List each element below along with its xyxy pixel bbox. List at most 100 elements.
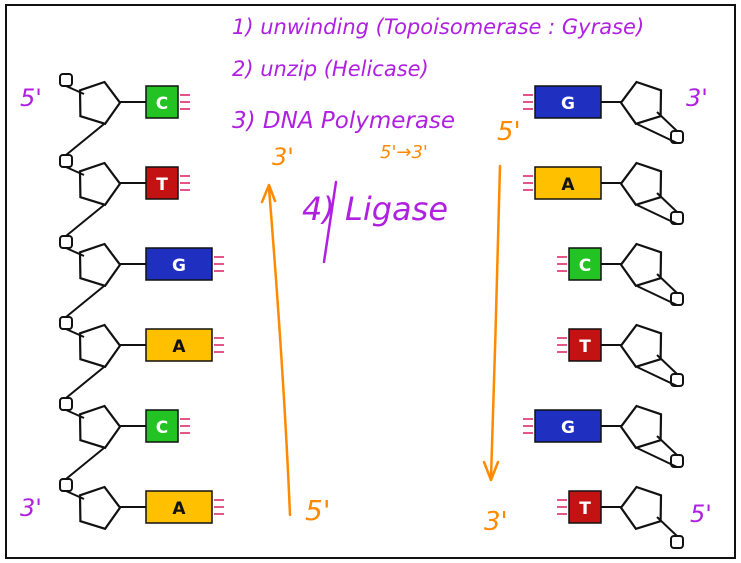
right-base-box-T — [568, 328, 602, 362]
right-base-letter: G — [561, 94, 575, 114]
right-backbone-connector — [636, 204, 678, 225]
left-nucleotide-A: A — [59, 285, 224, 369]
right-nucleotide-C: C — [557, 204, 684, 306]
right-sugar-pentagon — [619, 242, 663, 288]
step-4-note: 4) Ligase — [302, 190, 448, 228]
right-base-box-G — [534, 409, 602, 443]
left-sugar-pentagon — [78, 242, 122, 288]
left-base-box-C — [145, 85, 179, 119]
right-backbone-link — [656, 354, 678, 375]
right-base-box-T — [568, 490, 602, 524]
right-arrow-top-end-label: 5' — [497, 117, 521, 147]
left-base-letter: A — [172, 337, 186, 357]
right-sugar-pentagon — [619, 80, 663, 126]
left-sugar-pentagon — [78, 80, 122, 126]
right-backbone-connector — [636, 366, 678, 387]
right-backbone-connector — [636, 123, 678, 144]
step-4-bracket — [322, 180, 338, 264]
left-phosphate-square — [59, 316, 73, 330]
step-1-note: 1) unwinding (Topoisomerase : Gyrase) — [232, 15, 644, 39]
left-new-strand-arrowhead — [260, 183, 277, 204]
left-strand-top-end-label: 5' — [20, 84, 42, 112]
left-nucleotide-A: A — [59, 447, 224, 531]
right-backbone-link — [656, 516, 678, 537]
left-backbone-connector — [65, 204, 105, 237]
right-base-box-A — [534, 166, 602, 200]
right-base-letter: A — [561, 175, 575, 195]
step-3-note: 3) DNA Polymerase — [232, 108, 455, 134]
left-backbone-link — [65, 490, 85, 500]
left-phosphate-square — [59, 397, 73, 411]
left-phosphate-square — [59, 154, 73, 168]
right-sugar-pentagon — [619, 323, 663, 369]
left-backbone-link — [65, 328, 85, 338]
left-phosphate-square — [59, 478, 73, 492]
left-base-letter: A — [172, 499, 186, 519]
left-sugar-pentagon — [78, 323, 122, 369]
left-backbone-link — [65, 166, 85, 176]
left-sugar-pentagon — [78, 485, 122, 531]
right-nucleotide-G: G — [523, 80, 684, 144]
left-base-box-A — [145, 490, 213, 524]
left-base-letter: T — [156, 175, 168, 195]
left-base-box-C — [145, 409, 179, 443]
left-nucleotide-T: T — [59, 123, 190, 207]
left-arrow-bottom-end-label: 5' — [305, 494, 331, 527]
left-backbone-connector — [65, 285, 105, 318]
diagram-frame — [5, 4, 736, 559]
left-backbone-connector — [65, 447, 105, 480]
left-backbone-link — [65, 247, 85, 257]
left-backbone-connector — [65, 366, 105, 399]
right-new-strand-arrow — [489, 164, 502, 480]
left-phosphate-square — [59, 73, 73, 87]
left-dna-strand: C T G A C A — [59, 73, 224, 531]
right-backbone-link — [656, 192, 678, 213]
right-nucleotide-G: G — [523, 366, 684, 468]
left-base-box-T — [145, 166, 179, 200]
left-nucleotide-C: C — [59, 366, 190, 450]
left-base-letter: G — [172, 256, 186, 276]
right-backbone-connector — [636, 285, 678, 306]
left-base-letter: C — [156, 418, 168, 438]
left-base-box-A — [145, 328, 213, 362]
right-dna-strand: G A C T G T — [523, 80, 684, 549]
right-strand-top-end-label: 3' — [686, 84, 708, 112]
left-backbone-connector — [65, 123, 105, 156]
right-backbone-link — [656, 273, 678, 294]
right-sugar-pentagon — [619, 404, 663, 450]
left-base-box-G — [145, 247, 213, 281]
right-nucleotide-T: T — [557, 447, 684, 549]
right-base-box-C — [568, 247, 602, 281]
left-strand-bottom-end-label: 3' — [20, 494, 42, 522]
right-sugar-pentagon — [619, 485, 663, 531]
right-base-letter: C — [579, 256, 591, 276]
step-3-direction-note: 5'→3' — [380, 142, 428, 163]
left-base-letter: C — [156, 94, 168, 114]
right-base-box-G — [534, 85, 602, 119]
right-base-letter: T — [579, 499, 591, 519]
right-phosphate-square — [670, 535, 684, 549]
left-phosphate-square — [59, 235, 73, 249]
left-nucleotide-C: C — [59, 73, 190, 126]
right-backbone-link — [656, 435, 678, 456]
right-strand-bottom-end-label: 5' — [690, 500, 712, 528]
right-base-letter: G — [561, 418, 575, 438]
left-new-strand-arrow — [267, 186, 292, 517]
right-base-letter: T — [579, 337, 591, 357]
step-2-note: 2) unzip (Helicase) — [232, 57, 429, 81]
left-sugar-pentagon — [78, 161, 122, 207]
left-backbone-link — [65, 409, 85, 419]
right-backbone-connector — [636, 447, 678, 468]
right-sugar-pentagon — [619, 161, 663, 207]
right-new-strand-arrowhead — [482, 460, 500, 482]
right-nucleotide-T: T — [557, 285, 684, 387]
right-arrow-bottom-end-label: 3' — [484, 507, 508, 537]
left-backbone-link — [65, 85, 85, 95]
right-backbone-link — [656, 111, 678, 132]
left-nucleotide-G: G — [59, 204, 224, 288]
right-nucleotide-A: A — [523, 123, 684, 225]
left-sugar-pentagon — [78, 404, 122, 450]
left-arrow-top-end-label: 3' — [272, 143, 294, 171]
